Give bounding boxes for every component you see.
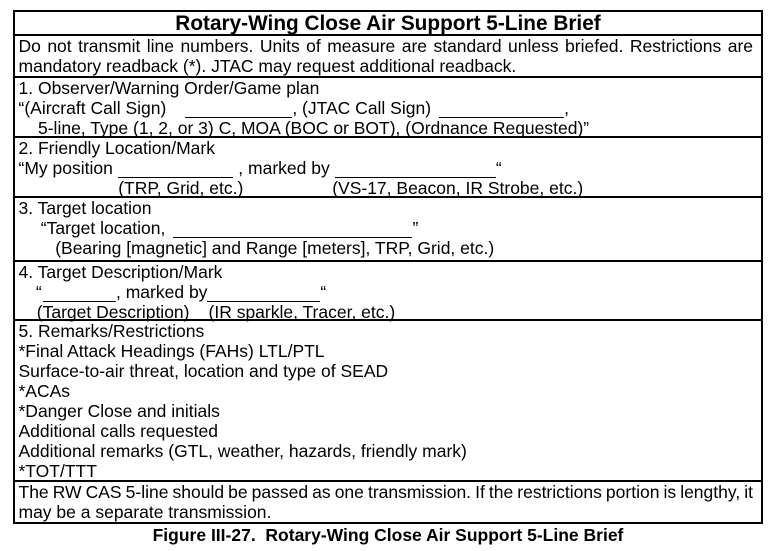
text-line: (TRP, Grid, etc.)(VS-17, Beacon, IR Stro… — [118, 178, 584, 198]
text-line: 4. Target Description/Mark — [18, 262, 223, 282]
text-line: Additional calls requested — [18, 421, 218, 441]
text-line: Do not transmit line numbers. Units of m… — [18, 36, 754, 56]
table-row-sec2: 2. Friendly Location/Mark“My position , … — [15, 138, 761, 198]
table-title: Rotary-Wing Close Air Support 5-Line Bri… — [15, 12, 761, 36]
blank-underline — [117, 177, 234, 178]
five-line-brief-table: Rotary-Wing Close Air Support 5-Line Bri… — [13, 10, 763, 524]
blank-underline — [184, 117, 293, 118]
text-line: “My position , marked by“ — [18, 158, 502, 178]
blank-underline — [43, 301, 116, 302]
text-line: *TOT/TTT — [18, 461, 97, 481]
text-line: “, marked by“ — [35, 282, 327, 302]
text-line: may be a separate transmission. — [18, 502, 272, 522]
text-line: *ACAs — [18, 381, 71, 401]
table-row-footer: The RW CAS 5-line should be passed as on… — [15, 482, 761, 522]
text-line: Additional remarks (GTL, weather, hazard… — [18, 441, 467, 461]
table-row-sec3: 3. Target location“Target location, ”(Be… — [15, 198, 761, 262]
text-line: 3. Target location — [18, 198, 152, 218]
figure-caption: Figure III-27. Rotary-Wing Close Air Sup… — [152, 524, 624, 545]
text-line: Surface-to-air threat, location and type… — [18, 361, 389, 381]
text-line: The RW CAS 5-line should be passed as on… — [18, 482, 754, 502]
text-line: “Target location, ” — [40, 218, 419, 238]
table-row-sec5: 5. Remarks/Restrictions*Final Attack Hea… — [15, 321, 761, 482]
blank-underline — [207, 301, 321, 302]
table-row-sec4: 4. Target Description/Mark“, marked by“(… — [15, 262, 761, 322]
text-line: mandatory readback (*). JTAC may request… — [18, 56, 517, 76]
blank-underline — [438, 117, 565, 118]
blank-underline — [334, 177, 496, 178]
table-body: Do not transmit line numbers. Units of m… — [15, 36, 761, 522]
text-line: *Final Attack Headings (FAHs) LTL/PTL — [18, 341, 325, 361]
table-row-sec1: 1. Observer/Warning Order/Game plan“(Air… — [15, 78, 761, 138]
table-row-intro: Do not transmit line numbers. Units of m… — [15, 36, 761, 78]
text-line: 5-line, Type (1, 2, or 3) C, MOA (BOC or… — [38, 118, 590, 138]
text-line: 2. Friendly Location/Mark — [18, 138, 215, 158]
text-line: 5. Remarks/Restrictions — [18, 321, 205, 341]
text-line: (Target Description)(IR sparkle, Tracer,… — [36, 302, 396, 322]
text-line: 1. Observer/Warning Order/Game plan — [18, 78, 320, 98]
text-line: *Danger Close and initials — [18, 401, 220, 421]
text-line: “(Aircraft Call Sign), (JTAC Call Sign), — [18, 98, 570, 118]
blank-underline — [172, 237, 413, 238]
text-line: (Bearing [magnetic] and Range [meters], … — [55, 238, 495, 258]
